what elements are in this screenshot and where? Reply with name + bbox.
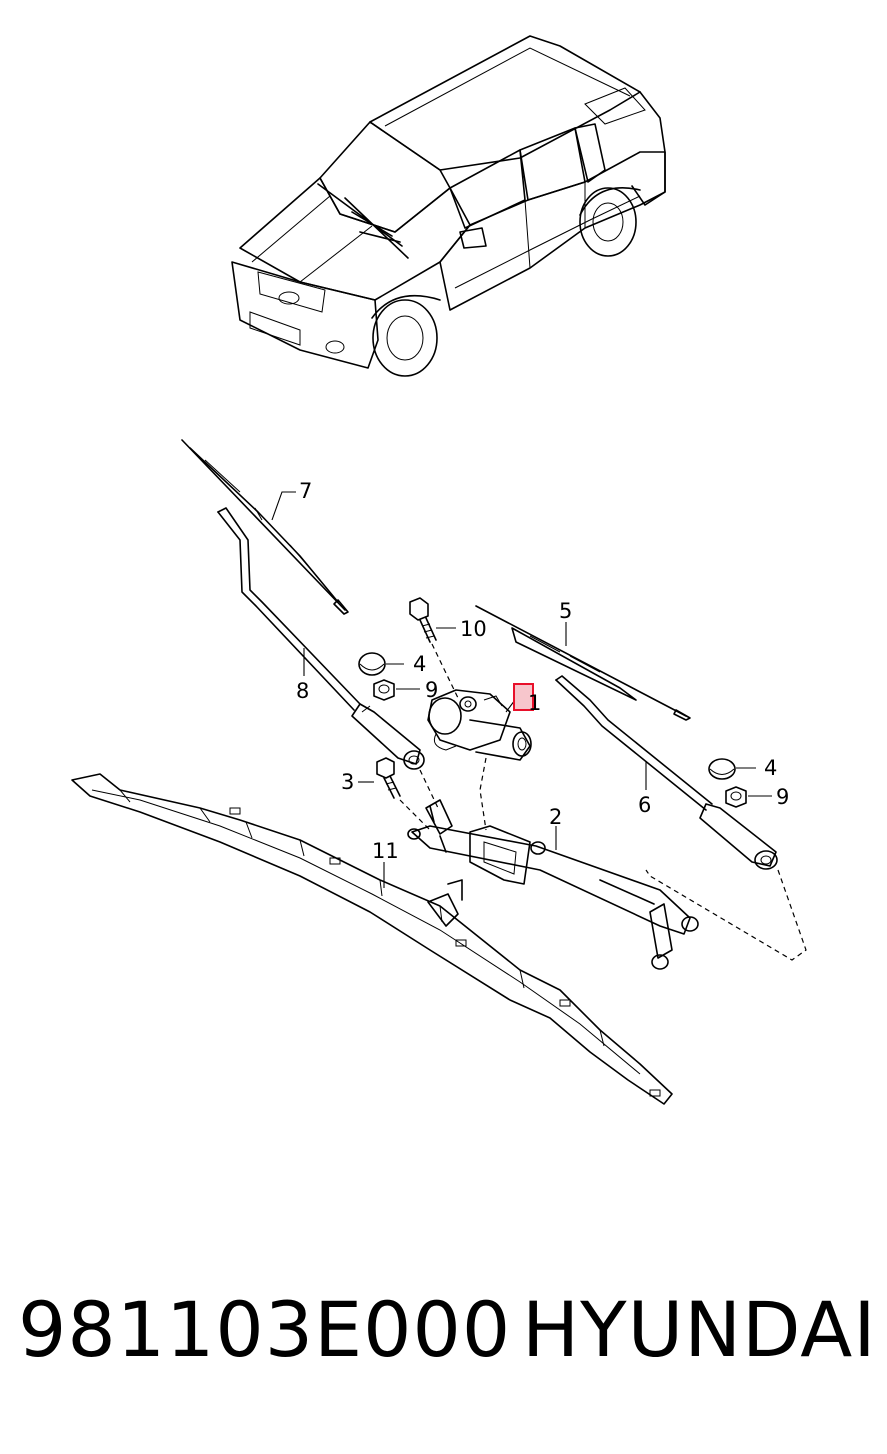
vehicle-illustration [231, 35, 666, 377]
nut-part-9-right [725, 786, 747, 808]
bolt-part-10 [409, 597, 437, 643]
callout-4-right: 4 [764, 756, 777, 780]
callout-11: 11 [372, 839, 399, 863]
callout-9-left: 9 [425, 678, 438, 702]
wiper-blade-left-part-7 [181, 439, 349, 615]
bolt-part-3 [376, 757, 401, 799]
callout-7: 7 [299, 479, 312, 503]
callout-6: 6 [638, 793, 651, 817]
wiper-arm-left-part-8 [217, 507, 425, 770]
wiper-linkage-part-2 [407, 799, 699, 970]
nut-part-9-left [373, 679, 395, 701]
part-number-label: 981103E000 [18, 1285, 512, 1374]
brand-label: HYUNDAI [522, 1285, 877, 1374]
wiper-motor-part-1 [427, 689, 532, 761]
callout-9-right: 9 [776, 785, 789, 809]
wiper-blade-right-part-5 [475, 605, 691, 721]
callout-1: 1 [528, 691, 541, 715]
callout-2: 2 [549, 805, 562, 829]
cowl-panel-part-11 [71, 773, 673, 1105]
callout-5: 5 [559, 599, 572, 623]
callout-3: 3 [341, 770, 354, 794]
cap-part-4-left [358, 652, 386, 676]
callout-8: 8 [296, 679, 309, 703]
highlight-marker-part-1 [513, 683, 534, 711]
callout-4-left: 4 [413, 652, 426, 676]
callout-10: 10 [460, 617, 487, 641]
wiper-arm-right-part-6 [555, 675, 778, 870]
cap-part-4-right [708, 758, 736, 780]
